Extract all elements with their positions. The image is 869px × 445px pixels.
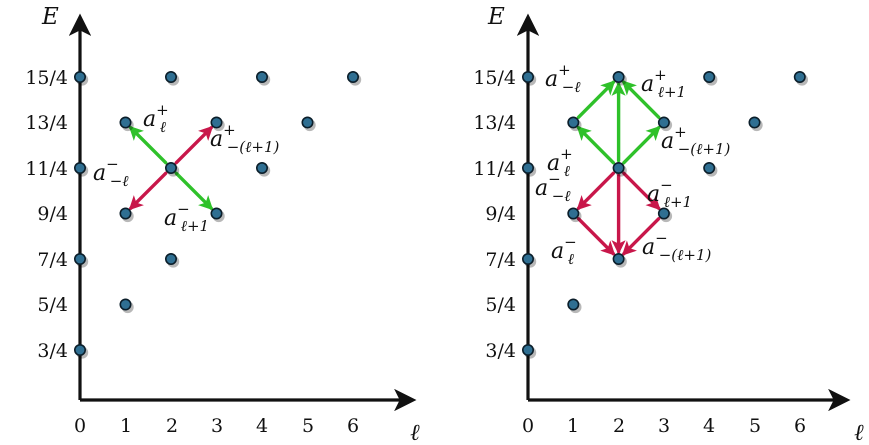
operator-label: a−ℓ+1 (647, 176, 692, 211)
x-tick-label: 2 (613, 415, 625, 437)
operator-label: a+ℓ (547, 145, 573, 180)
operator-labels: a+ℓ a+−(ℓ+1) a−−ℓ a−ℓ+1 (93, 101, 279, 235)
state-point (255, 162, 268, 175)
lowering-arrow (621, 217, 661, 256)
operator-label: a−ℓ (551, 233, 577, 268)
y-tick-label: 3/4 (37, 340, 68, 362)
state-point (165, 162, 178, 175)
lowering-arrow (174, 125, 214, 165)
y-tick-label: 13/4 (473, 112, 516, 134)
y-tick-label: 15/4 (25, 67, 68, 89)
state-point (119, 298, 132, 311)
state-point (74, 162, 87, 175)
state-point (74, 71, 87, 84)
lowering-arrow (622, 171, 661, 211)
state-point (521, 71, 534, 84)
x-tick-label: 4 (256, 415, 268, 437)
operator-label: a−ℓ+1 (164, 200, 209, 235)
state-point (748, 116, 761, 129)
y-axis-title: E (41, 4, 59, 30)
x-tick-label: 3 (211, 415, 223, 437)
state-point (210, 116, 223, 129)
y-tick-label: 3/4 (485, 340, 516, 362)
operator-label: a+−ℓ (545, 61, 581, 96)
state-points (74, 71, 362, 359)
y-tick-label: 9/4 (37, 203, 68, 225)
raising-arrow (576, 125, 616, 165)
x-tick-label: 3 (658, 415, 670, 437)
x-tick-label: 5 (302, 415, 314, 437)
state-point (521, 253, 534, 266)
x-tick-label: 4 (703, 415, 715, 437)
y-tick-label: 7/4 (485, 249, 516, 271)
y-tick-label: 5/4 (37, 294, 68, 316)
x-tick-label: 5 (749, 415, 761, 437)
raising-arrow (576, 80, 616, 119)
state-point (346, 71, 359, 84)
x-axis-title: ℓ (854, 420, 864, 445)
x-axis-title: ℓ (410, 420, 420, 445)
y-tick-labels: 3/4 5/4 7/4 9/4 11/4 13/4 15/4 (473, 67, 516, 362)
state-point (657, 116, 670, 129)
x-tick-label: 1 (567, 415, 579, 437)
state-point (657, 207, 670, 220)
state-point (793, 71, 806, 84)
y-tick-label: 9/4 (485, 203, 516, 225)
operator-label: a−−(ℓ+1) (642, 229, 711, 264)
x-tick-label: 0 (74, 415, 86, 437)
state-point (255, 71, 268, 84)
state-point (612, 71, 625, 84)
state-point (567, 116, 580, 129)
operator-label: a+−(ℓ+1) (661, 123, 730, 158)
panel-left: E ℓ 0 1 2 3 4 5 6 3/4 5/4 7/4 9/4 11/4 1… (25, 4, 420, 445)
state-point (165, 71, 178, 84)
x-tick-label: 2 (166, 415, 178, 437)
x-tick-labels: 0 1 2 3 4 5 6 (522, 415, 806, 437)
state-point (567, 207, 580, 220)
x-tick-label: 6 (794, 415, 806, 437)
y-tick-label: 11/4 (25, 158, 68, 180)
raising-arrow (622, 125, 661, 165)
raising-arrow (128, 125, 168, 165)
panel-right: E ℓ 0 1 2 3 4 5 6 3/4 5/4 7/4 9/4 11/4 1… (473, 4, 864, 445)
state-point (119, 207, 132, 220)
raising-arrow (174, 171, 214, 211)
operator-labels: a+ℓ a+−(ℓ+1) a+−ℓ a+ℓ+1 a−−ℓ a−ℓ+1 a−ℓ a… (535, 61, 730, 268)
y-tick-label: 5/4 (485, 294, 516, 316)
operator-label: a+ℓ (143, 101, 169, 136)
state-point (301, 116, 314, 129)
state-point (119, 116, 132, 129)
state-point (612, 162, 625, 175)
state-point (703, 71, 716, 84)
lowering-arrow (128, 171, 168, 211)
y-axis-title: E (487, 4, 505, 30)
state-point (703, 162, 716, 175)
y-tick-label: 15/4 (473, 67, 516, 89)
state-point (74, 343, 87, 356)
y-tick-label: 11/4 (473, 158, 516, 180)
lowering-arrow (576, 171, 616, 211)
state-point (567, 298, 580, 311)
state-point (210, 207, 223, 220)
y-tick-label: 13/4 (25, 112, 68, 134)
state-point (74, 253, 87, 266)
state-point (165, 253, 178, 266)
y-tick-labels: 3/4 5/4 7/4 9/4 11/4 13/4 15/4 (25, 67, 68, 362)
state-point (521, 162, 534, 175)
raising-arrow (621, 80, 661, 119)
x-tick-labels: 0 1 2 3 4 5 6 (74, 415, 359, 437)
operator-label: a+−(ℓ+1) (210, 121, 279, 156)
state-points (521, 71, 808, 359)
operator-label: a−−ℓ (535, 170, 571, 205)
x-tick-label: 1 (120, 415, 132, 437)
lowering-arrow (576, 217, 616, 256)
x-tick-label: 6 (347, 415, 359, 437)
state-point (521, 343, 534, 356)
operator-label: a+ℓ+1 (641, 66, 686, 101)
operator-label: a−−ℓ (93, 155, 129, 190)
y-tick-label: 7/4 (37, 249, 68, 271)
x-tick-label: 0 (522, 415, 534, 437)
state-point (612, 253, 625, 266)
